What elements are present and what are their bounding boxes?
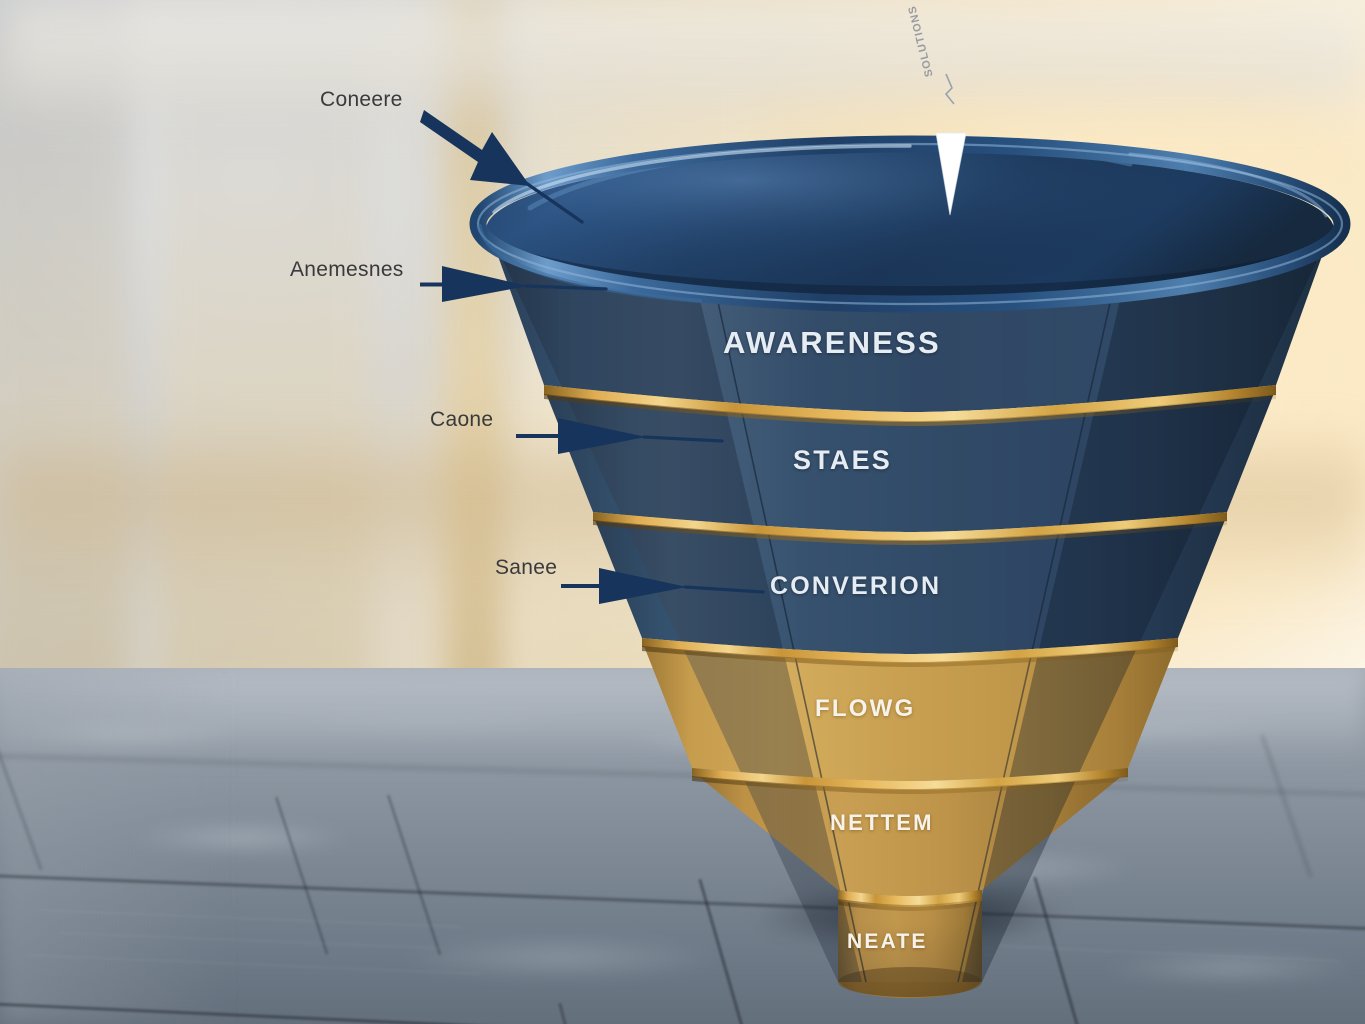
funnel-specular-sweep <box>488 228 1332 982</box>
funnel-interior-sheen <box>486 152 1334 308</box>
callout-label-caone: Caone <box>430 408 494 431</box>
callout-arrow-tail-coneere <box>514 174 584 224</box>
funnel-rim-specular-right <box>1128 152 1328 218</box>
floor-left-fade <box>0 668 230 1024</box>
funnel-rim-highlight <box>476 142 1344 306</box>
callout-arrow-sanee <box>599 568 687 604</box>
stage-label-conversion: CONVERION <box>770 572 942 600</box>
marker-hook-icon <box>944 73 955 105</box>
stage-label-stages: STAES <box>793 445 893 475</box>
callout-arrow-coneere <box>420 110 530 186</box>
callout-arrow-anemesnes <box>442 266 528 302</box>
stage-label-flow: FLOWG <box>815 695 916 722</box>
background-band-top <box>0 0 1365 120</box>
callout-label-sanee: Sanee <box>495 556 558 579</box>
callout-coneere[interactable]: Coneere <box>320 88 640 224</box>
callout-arrow-stem-caone <box>516 434 560 438</box>
funnel-interior-shadow <box>488 232 1332 303</box>
stage-label-awareness: AWARENESS <box>723 325 941 360</box>
callout-anemesnes[interactable]: Anemesnes <box>290 258 620 318</box>
callout-label-anemesnes: Anemesnes <box>290 258 404 281</box>
callout-arrow-caone <box>558 418 646 454</box>
funnel-separator-rings <box>544 385 1276 911</box>
callout-sanee[interactable]: Sanee <box>495 556 785 616</box>
funnel-left-shadow <box>488 228 862 982</box>
marker-triangle-outline <box>935 132 967 216</box>
callout-caone[interactable]: Caone <box>430 408 730 468</box>
funnel-rim-underlight <box>478 224 702 303</box>
callout-arrow-tail-caone <box>642 435 724 443</box>
funnel-right-shadow <box>962 228 1332 982</box>
top-drop-marker: SOLUTIONS <box>900 4 1020 240</box>
funnel-rim-specular-left <box>492 144 912 214</box>
callout-label-coneere: Coneere <box>320 88 403 111</box>
callout-arrow-tail-anemesnes <box>524 284 608 291</box>
callout-arrow-tail-sanee <box>683 585 765 594</box>
stage-label-neate: NEATE <box>847 930 928 953</box>
callout-arrow-stem-anemesnes <box>420 282 446 287</box>
callout-arrow-stem-sanee <box>561 584 601 588</box>
stage-label-nettem: NETTEM <box>830 810 934 835</box>
marker-triangle-icon <box>936 133 966 215</box>
funnel-graphic: AWARENESS STAES CONVERION FLOWG NETTEM N… <box>469 120 1351 998</box>
